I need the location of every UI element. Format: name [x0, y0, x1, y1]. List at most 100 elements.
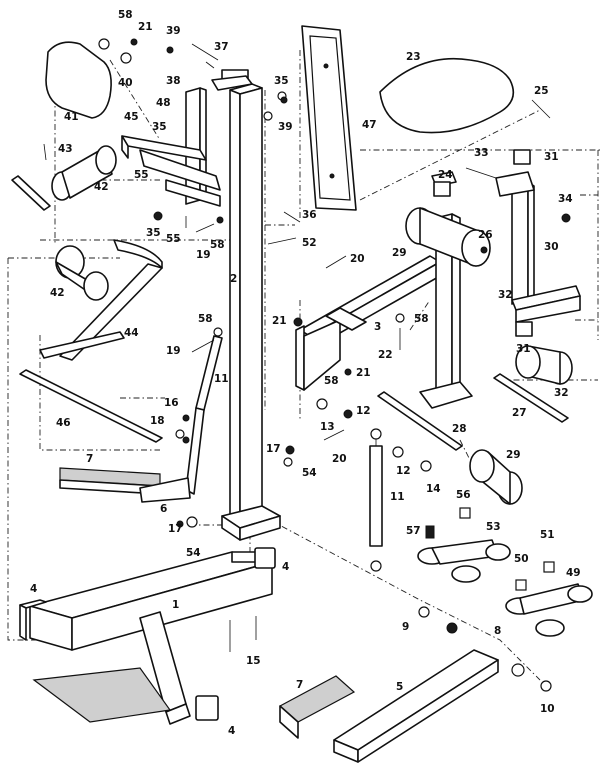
callout-4: 4 — [30, 583, 37, 595]
callout-4: 4 — [282, 561, 289, 573]
callout-8: 8 — [494, 625, 501, 637]
callout-32: 32 — [554, 387, 569, 399]
roller-bar — [405, 207, 573, 385]
callout-25: 25 — [534, 85, 549, 97]
callout-58: 58 — [118, 9, 133, 21]
footplate-assembly — [59, 467, 191, 503]
callout-42: 42 — [94, 181, 109, 193]
callout-7: 7 — [86, 453, 93, 465]
callout-41: 41 — [64, 111, 79, 123]
callout-13: 13 — [320, 421, 335, 433]
callout-9: 9 — [402, 621, 409, 633]
callout-6: 6 — [160, 503, 167, 515]
leg-lever — [39, 239, 163, 361]
callout-54: 54 — [186, 547, 201, 559]
callout-12: 12 — [356, 405, 371, 417]
gas-cylinders — [185, 335, 383, 572]
callout-49: 49 — [566, 567, 581, 579]
callout-21: 21 — [272, 315, 287, 327]
callout-33: 33 — [474, 147, 489, 159]
callout-21: 21 — [356, 367, 371, 379]
callout-55: 55 — [134, 169, 149, 181]
callout-7: 7 — [296, 679, 303, 691]
callout-58: 58 — [210, 239, 225, 251]
callout-47: 47 — [362, 119, 377, 131]
rods — [11, 175, 569, 451]
callout-17: 17 — [266, 443, 281, 455]
callout-58: 58 — [324, 375, 339, 387]
callout-35: 35 — [274, 75, 289, 87]
seat-pad — [379, 57, 515, 134]
callout-57: 57 — [406, 525, 421, 537]
callout-39: 39 — [278, 121, 293, 133]
callout-45: 45 — [124, 111, 139, 123]
callout-5: 5 — [396, 681, 403, 693]
callout-43: 43 — [58, 143, 73, 155]
callout-53: 53 — [486, 521, 501, 533]
callout-31: 31 — [516, 343, 531, 355]
callout-15: 15 — [246, 655, 261, 667]
callout-42: 42 — [50, 287, 65, 299]
front-stabilizer — [278, 649, 499, 763]
callout-31: 31 — [544, 151, 559, 163]
callout-24: 24 — [438, 169, 453, 181]
base-frame — [19, 547, 276, 725]
callout-55: 55 — [166, 233, 181, 245]
callout-54: 54 — [302, 467, 317, 479]
callout-39: 39 — [166, 25, 181, 37]
callout-23: 23 — [406, 51, 421, 63]
callout-56: 56 — [456, 489, 471, 501]
callout-1: 1 — [172, 599, 179, 611]
callout-29: 29 — [506, 449, 521, 461]
callout-10: 10 — [540, 703, 555, 715]
callout-11: 11 — [390, 491, 405, 503]
main-upright — [211, 69, 281, 541]
callout-52: 52 — [302, 237, 317, 249]
assembly-guide-lines — [7, 50, 600, 681]
hardware — [43, 38, 571, 692]
callout-32: 32 — [498, 289, 513, 301]
callout-11: 11 — [214, 373, 229, 385]
callout-46: 46 — [56, 417, 71, 429]
callout-22: 22 — [378, 349, 393, 361]
callout-38: 38 — [166, 75, 181, 87]
callout-20: 20 — [350, 253, 365, 265]
callout-58: 58 — [198, 313, 213, 325]
callout-4: 4 — [228, 725, 235, 737]
callout-36: 36 — [302, 209, 317, 221]
back-pad — [301, 25, 357, 211]
callout-34: 34 — [558, 193, 573, 205]
callout-58: 58 — [414, 313, 429, 325]
callout-14: 14 — [426, 483, 441, 495]
callout-12: 12 — [396, 465, 411, 477]
callout-44: 44 — [124, 327, 139, 339]
callout-29: 29 — [392, 247, 407, 259]
callout-18: 18 — [150, 415, 165, 427]
callout-2: 2 — [230, 273, 237, 285]
callout-19: 19 — [166, 345, 181, 357]
part-callouts: 1 2 3 4 4 4 5 6 7 7 8 9 10 11 11 12 12 1… — [30, 9, 581, 737]
callout-26: 26 — [478, 229, 493, 241]
callout-20: 20 — [332, 453, 347, 465]
callout-3: 3 — [374, 321, 381, 333]
leg-roller-pad — [51, 145, 117, 301]
callout-19: 19 — [196, 249, 211, 261]
callout-28: 28 — [452, 423, 467, 435]
callout-37: 37 — [214, 41, 229, 53]
press-arm-bracket — [121, 87, 221, 207]
callout-50: 50 — [514, 553, 529, 565]
callout-17: 17 — [168, 523, 183, 535]
callout-27: 27 — [512, 407, 527, 419]
foot-roller-pad — [469, 449, 523, 505]
callout-21: 21 — [138, 21, 153, 33]
seat-post — [495, 171, 581, 323]
callout-40: 40 — [118, 77, 133, 89]
callout-35: 35 — [146, 227, 161, 239]
link-plates — [417, 539, 593, 637]
callout-51: 51 — [540, 529, 555, 541]
callout-35: 35 — [152, 121, 167, 133]
callout-30: 30 — [544, 241, 559, 253]
arm-pad — [45, 41, 112, 119]
callout-48: 48 — [156, 97, 171, 109]
